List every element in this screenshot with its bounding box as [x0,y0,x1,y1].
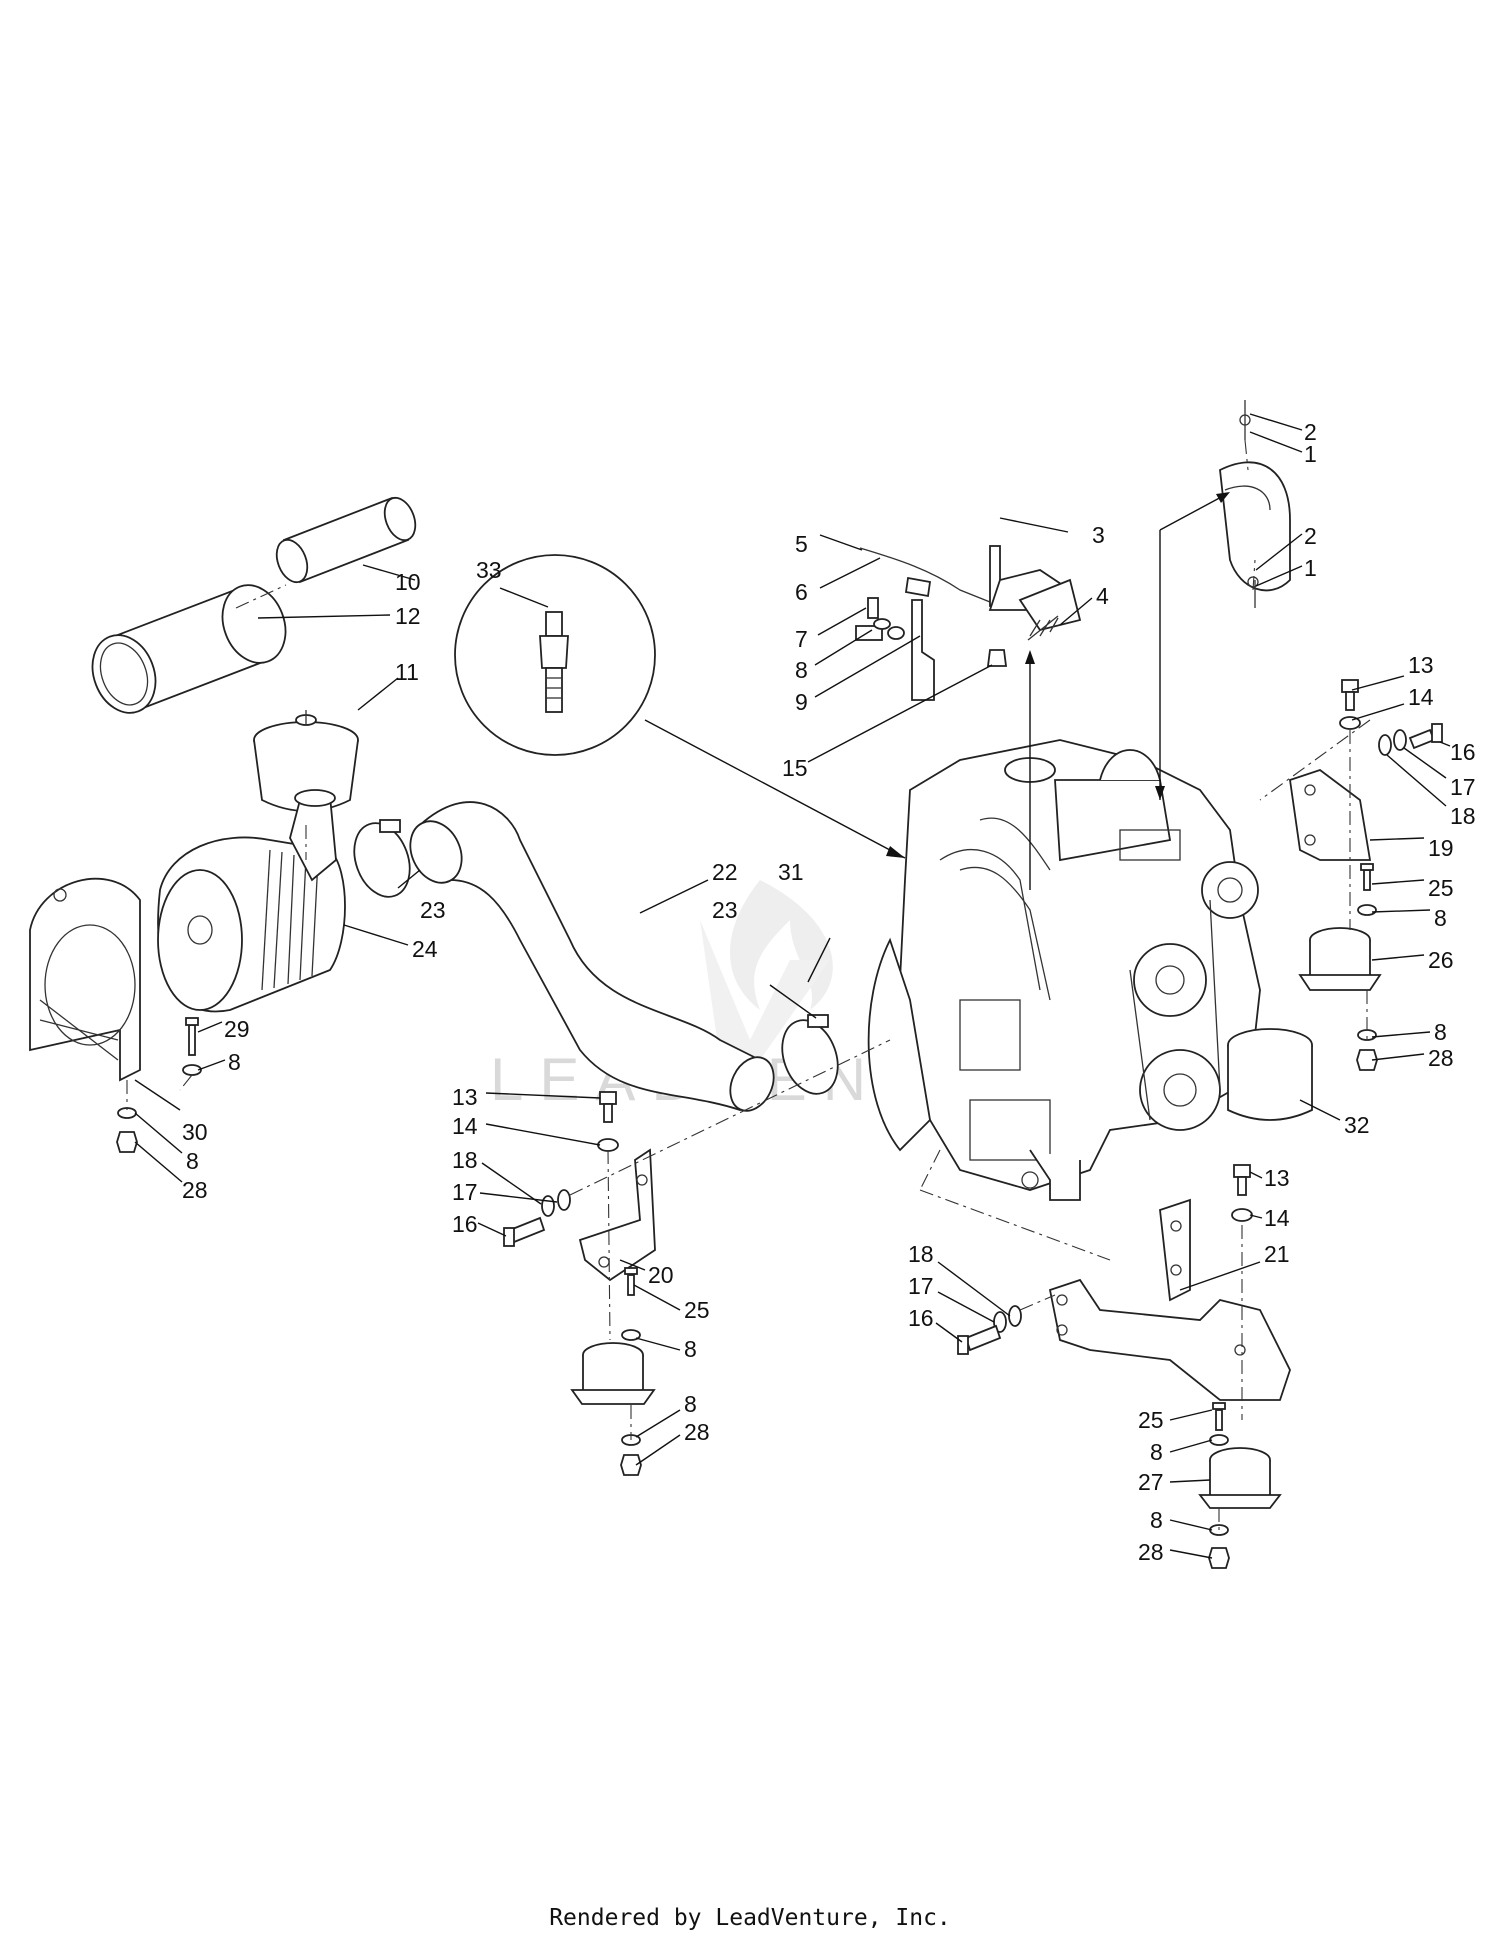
callout-8: 8 [186,1148,199,1174]
callout-14: 14 [452,1113,478,1139]
part-24-air-cleaner-assembly [157,789,346,1013]
callout-15: 15 [782,755,808,781]
callout-8: 8 [1434,1019,1447,1045]
part-19-right-engine-bracket [1289,768,1372,861]
callout-20: 20 [648,1262,674,1288]
callout-18: 18 [1450,803,1476,829]
part-22-air-intake-hose [409,801,775,1112]
part-32-oil-filter [1227,1028,1313,1121]
callout-13: 13 [1408,652,1434,678]
callout-31: 31 [778,859,804,885]
part-33-sensor-detail-circle [454,554,656,756]
part-30-air-cleaner-bracket [29,877,141,1082]
callout-8: 8 [1150,1507,1163,1533]
part-throttle-linkage-group [855,545,1082,701]
callout-17: 17 [452,1179,478,1205]
callout-8: 8 [795,657,808,683]
callout-25: 25 [684,1297,710,1323]
part-left-rubber-mount [570,1342,656,1405]
callout-1: 1 [1304,441,1317,467]
callout-14: 14 [1264,1205,1290,1231]
callout-8: 8 [1434,905,1447,931]
part-12-air-filter-element [91,584,287,714]
callout-labels: 2 1 2 1 5 3 6 4 7 8 9 15 33 10 12 11 13 … [182,419,1476,1565]
part-27-rear-rubber-mount [1198,1447,1282,1509]
callout-1: 1 [1304,555,1317,581]
part-31-engine-assembly [867,739,1261,1201]
callout-25: 25 [1428,875,1454,901]
callout-2: 2 [1304,523,1317,549]
callout-10: 10 [395,569,421,595]
callout-17: 17 [908,1273,934,1299]
callout-12: 12 [395,603,421,629]
callout-3: 3 [1092,522,1105,548]
callout-4: 4 [1096,583,1109,609]
callout-17: 17 [1450,774,1476,800]
callout-23: 23 [712,897,738,923]
part-23-hose-clamp-lower [781,1014,839,1095]
part-26-right-rubber-mount [1298,927,1382,991]
callout-27: 27 [1138,1469,1164,1495]
callout-23: 23 [420,897,446,923]
callout-28: 28 [684,1419,710,1445]
callout-7: 7 [795,626,808,652]
callout-8: 8 [228,1049,241,1075]
watermark-logo [700,880,833,1060]
callout-13: 13 [1264,1165,1290,1191]
callout-14: 14 [1408,684,1434,710]
reference-arrows [644,492,1230,890]
callout-18: 18 [452,1147,478,1173]
callout-5: 5 [795,531,808,557]
part-20-left-engine-bracket [578,1148,656,1282]
callout-16: 16 [908,1305,934,1331]
callout-11: 11 [395,659,419,685]
part-10-safety-filter-sleeve [275,496,417,584]
callout-9: 9 [795,689,808,715]
callout-19: 19 [1428,835,1454,861]
alignment-dashed-lines [126,439,1371,1530]
callout-8: 8 [684,1391,697,1417]
part-21-rear-engine-bracket [1048,1198,1291,1401]
callout-8: 8 [1150,1439,1163,1465]
callout-28: 28 [182,1177,208,1203]
hardware-bolts-and-washers [116,597,1443,1569]
callout-24: 24 [412,936,438,962]
part-engine-cover-plate [1219,400,1291,608]
callout-8: 8 [684,1336,697,1362]
callout-25: 25 [1138,1407,1164,1433]
callout-28: 28 [1428,1045,1454,1071]
footer-credit: Rendered by LeadVenture, Inc. [549,1905,951,1931]
callout-22: 22 [712,859,738,885]
callout-16: 16 [452,1211,478,1237]
callout-29: 29 [224,1016,250,1042]
callout-30: 30 [182,1119,208,1145]
callout-33: 33 [476,557,502,583]
part-23-hose-clamp-upper [353,819,411,898]
callout-2: 2 [1304,419,1317,445]
callout-26: 26 [1428,947,1454,973]
callout-13: 13 [452,1084,478,1110]
callout-28: 28 [1138,1539,1164,1565]
callout-16: 16 [1450,739,1476,765]
callout-18: 18 [908,1241,934,1267]
callout-32: 32 [1344,1112,1370,1138]
callout-6: 6 [795,579,808,605]
callout-leader-lines [134,413,1451,1559]
callout-21: 21 [1264,1241,1290,1267]
